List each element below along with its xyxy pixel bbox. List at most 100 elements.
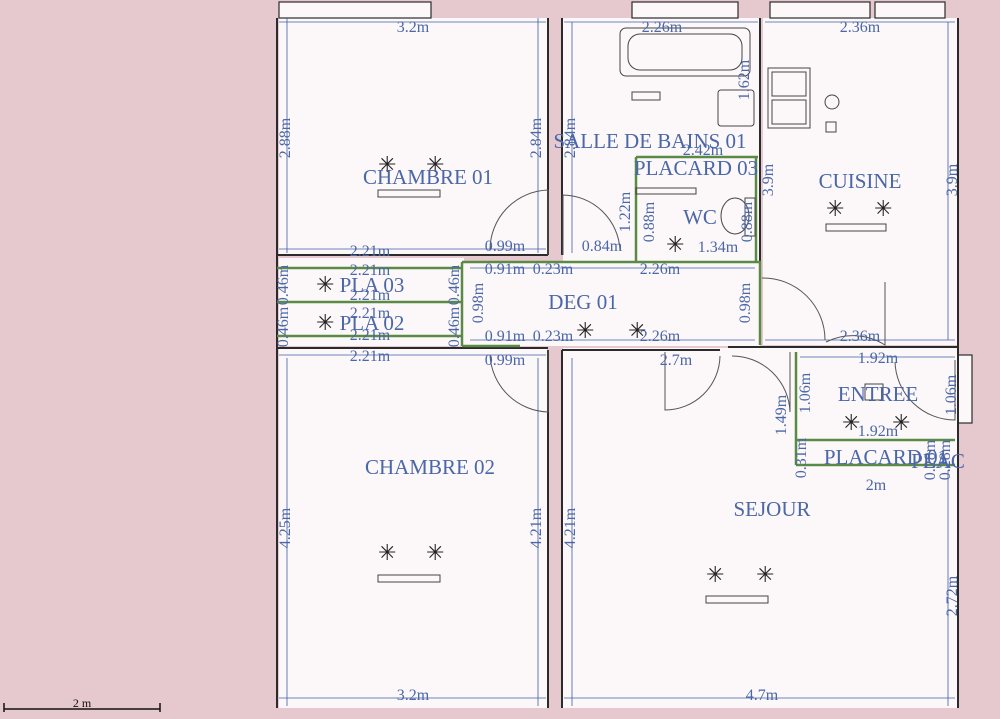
light-symbol: ✳: [316, 272, 334, 297]
light-symbol: ✳: [426, 540, 444, 565]
dim-label: 2.84m: [562, 117, 579, 158]
dim-label: 1.62m: [736, 59, 753, 100]
room-label-placard-03: PLACARD 03: [634, 156, 758, 180]
door-chambre-01: [489, 189, 549, 255]
kitchen-sink-a: [771, 71, 807, 97]
room-label-chambre-01: CHAMBRE 01: [363, 165, 493, 189]
door-cuisine-b: [825, 282, 886, 346]
dim-label: 1.92m: [858, 350, 899, 367]
door-chambre-02: [489, 350, 549, 413]
dim-label: 2.72m: [944, 575, 961, 616]
wc-partition: [634, 155, 758, 262]
dim-label: 2.21m: [350, 243, 391, 260]
dim-label: 2.26m: [642, 19, 683, 36]
green-walls: [277, 155, 955, 467]
radiator: [377, 189, 441, 198]
window-chambre-01: [278, 1, 432, 19]
kitchen-sink-b: [771, 99, 807, 125]
light-symbol: ✳: [316, 310, 334, 335]
light-symbol: ✳: [628, 318, 646, 343]
room-label-chambre-02: CHAMBRE 02: [365, 455, 495, 479]
door-sdb: [562, 194, 621, 255]
hob-control: [825, 121, 837, 133]
dim-label: 2.21m: [350, 327, 391, 344]
window-entree: [957, 354, 973, 424]
fixtures: [619, 27, 884, 401]
floor-deg: [464, 262, 760, 346]
dim-label: 1.22m: [617, 191, 634, 232]
dim-label: 0.99m: [485, 238, 526, 255]
floor-areas: [279, 18, 958, 708]
light-symbol: ✳: [842, 410, 860, 435]
light-symbol: ✳: [706, 562, 724, 587]
room-label-pla-03: PLA 03: [340, 273, 405, 297]
dim-label: 2.21m: [350, 305, 391, 322]
dim-label: 1.34m: [698, 239, 739, 256]
bathtub: [619, 27, 751, 77]
floor-chambre-01: [279, 18, 547, 255]
dim-label: 4.25m: [277, 507, 294, 548]
doors: [489, 189, 956, 421]
floor-salle-de-bains: [563, 18, 759, 263]
dim-label: 0.99m: [485, 352, 526, 369]
dim-label: 2.21m: [350, 348, 391, 365]
light-symbol: ✳: [576, 318, 594, 343]
guide-lines: [279, 18, 955, 706]
dim-label: 4.7m: [746, 687, 779, 704]
window-sdb: [631, 1, 739, 19]
floor-chambre-02: [279, 348, 547, 708]
room-label-placard-01: PLACARD 01: [824, 445, 948, 469]
dim-label: 0.23m: [533, 261, 574, 278]
placards-wall: [277, 266, 462, 338]
light-symbol: ✳: [666, 232, 684, 257]
dim-label: 0.91m: [485, 261, 526, 278]
dim-label: 0.28m: [937, 439, 954, 480]
dim-label: 3.9m: [944, 163, 961, 196]
dim-label: 4.21m: [528, 507, 545, 548]
dim-label: 0.46m: [275, 264, 292, 305]
dim-label: 2.26m: [640, 261, 681, 278]
placard-box: [864, 383, 884, 401]
dim-label: 2.84m: [528, 117, 545, 158]
dim-label: 2.26m: [640, 328, 681, 345]
toilet: [720, 197, 750, 235]
room-label-cuisine: CUISINE: [819, 169, 902, 193]
radiator: [705, 595, 769, 604]
entree-partition: [794, 352, 955, 467]
radiator: [635, 187, 697, 195]
scale-bar: 2 m: [3, 696, 161, 712]
dim-label: 3.2m: [397, 19, 430, 36]
room-label-sejour: SEJOUR: [733, 497, 810, 521]
dim-label: 1.49m: [773, 394, 790, 435]
light-symbol: ✳: [756, 562, 774, 587]
dim-label: 0.23m: [533, 328, 574, 345]
dim-label: 0.31m: [793, 437, 810, 478]
light-symbol: ✳: [378, 540, 396, 565]
room-label-pla-02: PLA 02: [340, 311, 405, 335]
light-symbol: ✳: [426, 152, 444, 177]
dim-label: 2.21m: [350, 262, 391, 279]
deg-wall: [460, 260, 762, 348]
dim-label: 2.36m: [840, 19, 881, 36]
dim-label: 2.42m: [683, 142, 724, 159]
room-label-salle-de-bains: SALLE DE BAINS 01: [553, 129, 746, 153]
window-cuisine-b: [874, 1, 946, 19]
floor-sejour: [563, 348, 958, 708]
toilet-tank: [744, 197, 756, 237]
dim-label: 2.21m: [350, 287, 391, 304]
dim-label: 0.88m: [641, 201, 658, 242]
door-sejour-a: [664, 352, 721, 411]
dim-label: 3.9m: [760, 163, 777, 196]
light-symbol: ✳: [826, 196, 844, 221]
dim-label: 0.46m: [446, 264, 463, 305]
dim-label: 2.36m: [840, 328, 881, 345]
radiators: [377, 187, 887, 604]
radiator: [825, 223, 887, 232]
room-label-wc: WC: [683, 205, 717, 229]
kitchen-sink: [767, 67, 811, 129]
dim-label: 1.06m: [943, 374, 960, 415]
dim-label: 0.46m: [446, 306, 463, 347]
window-cuisine-a: [769, 1, 871, 19]
